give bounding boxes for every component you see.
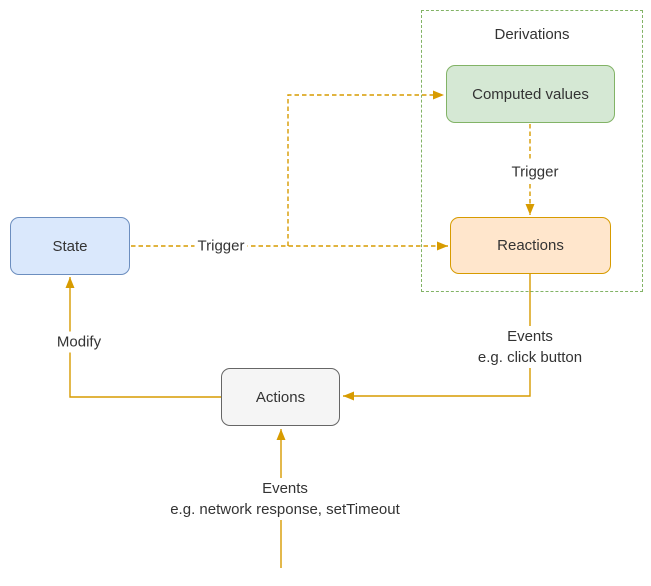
node-computed-values-label: Computed values: [472, 85, 589, 103]
derivations-group: Derivations: [421, 10, 643, 292]
edge-label-events-network-line2: e.g. network response, setTimeout: [170, 501, 400, 518]
edge-actions-to-state: [65, 277, 221, 398]
derivations-group-label: Derivations: [494, 26, 570, 43]
node-actions-label: Actions: [255, 388, 306, 406]
edge-label-events-network-line1: Events: [262, 480, 308, 497]
edge-label-events-click-line2: e.g. click button: [477, 349, 583, 366]
edge-label-modify: Modify: [53, 331, 105, 353]
node-actions: Actions: [221, 368, 340, 426]
edge-reactions-to-actions: [343, 274, 531, 401]
node-computed-values: Computed values: [446, 65, 615, 123]
edge-label-events-click-line1: Events: [507, 328, 553, 345]
edge-label-trigger-computed: Trigger: [508, 161, 562, 183]
edge-label-events-click: Events e.g. click button: [474, 326, 586, 368]
node-reactions-label: Reactions: [497, 237, 564, 254]
node-state: State: [10, 217, 130, 275]
node-state-label: State: [52, 237, 88, 255]
edge-label-trigger-state: Trigger: [194, 235, 248, 257]
edge-label-events-network: Events e.g. network response, setTimeout: [167, 478, 403, 520]
edge-state-to-computed-values: [287, 90, 444, 246]
node-reactions: Reactions: [450, 217, 611, 274]
